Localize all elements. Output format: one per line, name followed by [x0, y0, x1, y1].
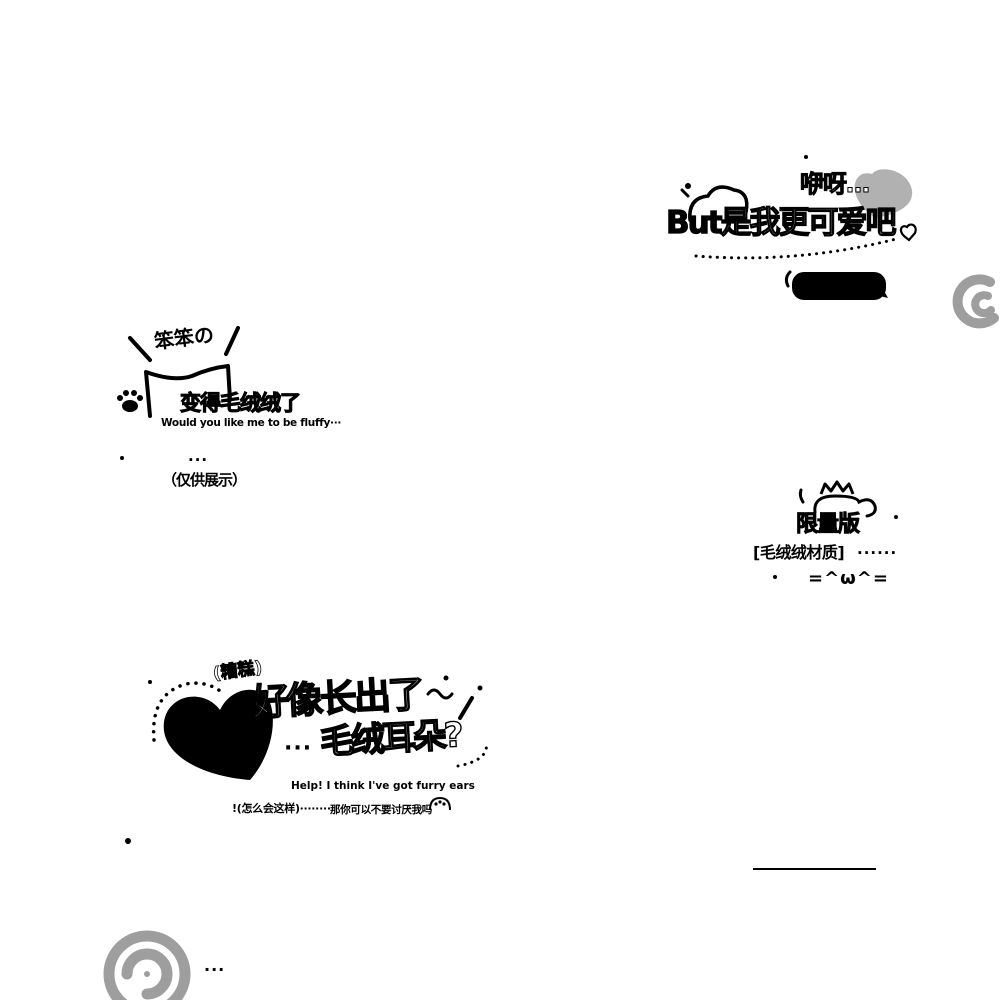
cute-sticker-art: [680, 169, 917, 300]
limited-dots: ······: [857, 544, 898, 562]
ears-main-line-1a: 好像: [250, 677, 322, 725]
ears-main-line-1: 好像长出了: [250, 672, 424, 725]
limited-tag: [毛绒绒材质]: [753, 543, 845, 562]
fluffy-main-text-b: 毛绒绒: [220, 391, 282, 415]
limited-title: 限量版: [795, 512, 860, 537]
fluffy-main-text-c: 了: [280, 391, 302, 415]
swirl-icon: [952, 274, 999, 329]
speech-bubble-icon: [784, 270, 888, 300]
bottom-dots: ···: [204, 960, 226, 979]
paw-icon: [429, 796, 451, 811]
cute-main-text-a: But: [665, 205, 723, 241]
fluffy-note: （仅供展示）: [162, 471, 247, 489]
fluffy-english-text: Would you like me to be fluffy···: [161, 417, 342, 429]
ears-dots: ···: [284, 736, 313, 761]
swirl-icon: [103, 930, 191, 1000]
ears-sticker-art: [148, 675, 488, 811]
ears-main-line-1b: 长出: [318, 674, 390, 722]
cute-main-text-b: 是我更可爱吧: [720, 205, 897, 241]
limited-sticker-art: [798, 480, 877, 518]
cute-main-text: But是我更可爱吧: [665, 205, 897, 241]
fluffy-sticker-art: [117, 326, 240, 418]
limited-face: =^ω^=: [808, 568, 889, 589]
heart-icon: [163, 689, 273, 780]
ears-main-line-1c: 了: [386, 672, 424, 718]
heart-icon: [854, 169, 913, 218]
crown-icon: [819, 480, 855, 495]
fluffy-dots: ···: [188, 451, 209, 469]
paw-icon: [117, 390, 143, 412]
fluffy-main-text: 变得毛绒绒了: [180, 391, 302, 415]
ears-note-right: 那你可以不要讨厌我吗: [330, 804, 432, 816]
ears-note-left: !(怎么会这样)········: [232, 802, 331, 815]
fluffy-main-text-a: 变得: [180, 391, 222, 415]
ears-main-line-2: 毛绒耳朵?: [318, 715, 462, 764]
ears-english-text: Help! I think I've got furry ears: [291, 780, 475, 792]
cute-header-text: 咿呀…: [800, 170, 871, 198]
